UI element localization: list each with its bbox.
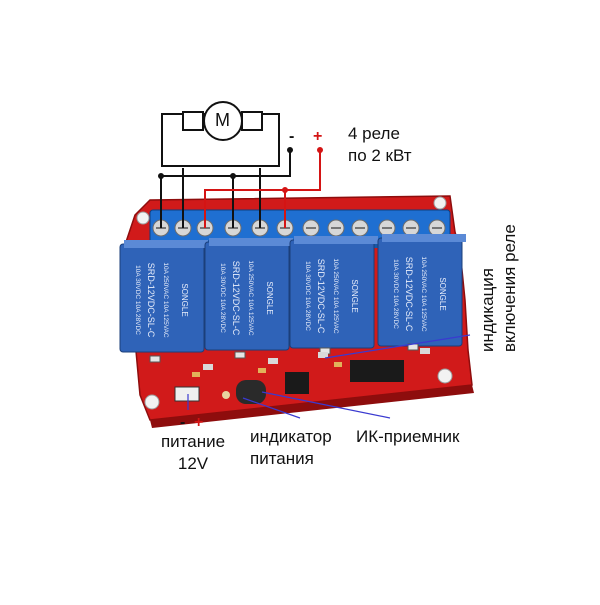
wire-minus-sign: - — [289, 128, 295, 145]
relay-rating-text: 10A 250VAC 10A 125VAC — [332, 258, 339, 334]
relay-top — [124, 240, 208, 248]
relay-body — [204, 241, 290, 351]
power-minus-sign: - — [180, 414, 186, 431]
relay-brand-text: SONGLE — [350, 279, 359, 312]
power-voltage-label: 12V — [177, 454, 209, 473]
relay-body — [377, 237, 463, 347]
controller-ic — [285, 372, 309, 394]
relay-model-text: SRD-12VDC-SL-C — [316, 259, 326, 334]
power-label: питание — [160, 432, 226, 451]
power-indicator-label-2: питания — [250, 449, 314, 468]
relay-rating-text: 10A 30VDC 10A 28VDC — [219, 263, 226, 333]
annotation-lines — [187, 334, 471, 419]
power-indicator-label: индикатор — [250, 427, 332, 446]
components — [174, 348, 430, 404]
relay-count-label: 4 реле — [348, 124, 400, 143]
motor-label: M — [215, 110, 230, 130]
driver-ic — [350, 360, 404, 382]
relay-brand-text: SONGLE — [265, 281, 274, 314]
relay-model-text: SRD-12VDC-SL-C — [231, 261, 241, 336]
ir-receiver-label: ИК-приемник — [356, 427, 460, 446]
relay: SRD-12VDC-SL-C SONGLE 10A 250VAC 10A 125VA… — [289, 236, 378, 355]
relay-rating-text: 10A 250VAC 10A 125VAC — [162, 262, 169, 338]
indication-label-line2: включения реле — [500, 224, 519, 352]
relay: SRD-12VDC-SL-C SONGLE 10A 250VAC 10A 125VA… — [119, 240, 208, 363]
relay-model-text: SRD-12VDC-SL-C — [146, 263, 156, 338]
relay-indicator-led — [234, 351, 246, 359]
relay-power-label: по 2 кВт — [348, 146, 412, 165]
power-connector — [174, 386, 200, 402]
indication-label-line1: индикация — [478, 267, 497, 352]
relay-rating-text: 10A 30VDC 10A 28VDC — [134, 265, 141, 335]
power-plus-sign: + — [194, 414, 204, 431]
relay-body — [289, 239, 375, 349]
wire-junctions — [158, 147, 323, 193]
relay-top — [209, 238, 293, 246]
relay-indicator-led — [149, 355, 161, 363]
relay-rating-text: 10A 30VDC 10A 28VDC — [392, 259, 399, 329]
relay-brand-text: SONGLE — [180, 283, 189, 316]
relay-rating-text: 10A 250VAC 10A 125VAC — [420, 256, 427, 332]
relay-rating-text: 10A 30VDC 10A 28VDC — [304, 261, 311, 331]
relay-body — [119, 243, 205, 353]
relay-brand-text: SONGLE — [438, 277, 447, 310]
relay-top — [382, 234, 466, 242]
wire-plus-sign: + — [313, 128, 323, 145]
motor-symbol — [182, 101, 263, 141]
wiring — [160, 113, 321, 228]
relay: SRD-12VDC-SL-C SONGLE 10A 250VAC 10A 125VA… — [204, 238, 293, 359]
power-led — [222, 391, 230, 399]
relay-top — [294, 236, 378, 244]
relay-rating-text: 10A 250VAC 10A 125VAC — [247, 260, 254, 336]
relay-model-text: SRD-12VDC-SL-C — [404, 257, 414, 332]
relay: SRD-12VDC-SL-C SONGLE 10A 250VAC 10A 125VA… — [377, 234, 466, 351]
